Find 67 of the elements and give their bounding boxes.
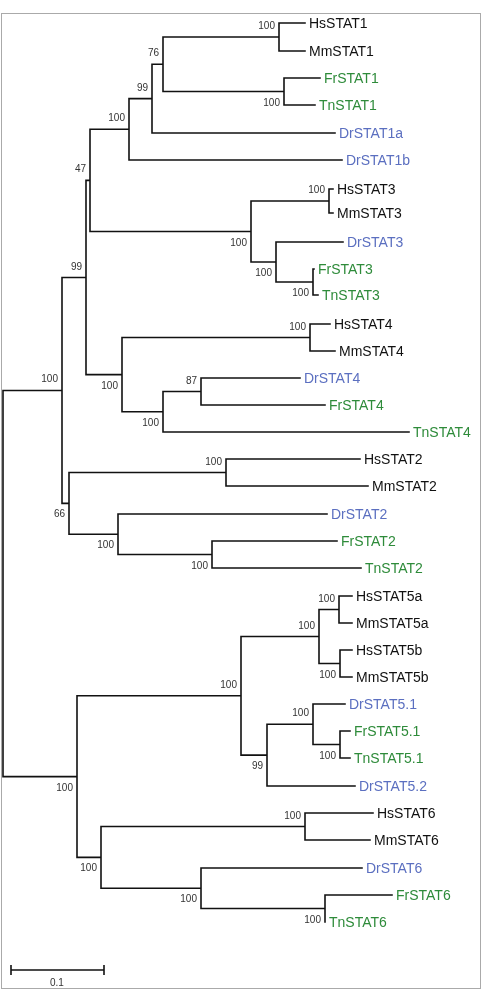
bootstrap-value: 100: [205, 455, 222, 468]
bootstrap-value: 99: [70, 260, 82, 273]
taxon-label: MmSTAT5a: [356, 615, 429, 631]
taxon-label: HsSTAT3: [337, 181, 396, 197]
taxon-label: HsSTAT5b: [356, 642, 423, 658]
bootstrap-value: 66: [53, 508, 65, 521]
taxon-label: MmSTAT4: [339, 343, 404, 359]
taxon-label: HsSTAT2: [364, 451, 423, 467]
taxon-label: HsSTAT1: [309, 15, 368, 31]
taxon-label: HsSTAT6: [377, 805, 436, 821]
bootstrap-value: 100: [101, 379, 118, 392]
bootstrap-value: 47: [74, 163, 86, 176]
taxon-label: DrSTAT2: [331, 506, 388, 522]
taxon-label: TnSTAT4: [413, 424, 471, 440]
taxon-label: DrSTAT3: [347, 234, 404, 250]
taxon-label: DrSTAT6: [366, 860, 423, 876]
bootstrap-value: 100: [180, 893, 197, 906]
taxon-label: DrSTAT1a: [339, 125, 404, 141]
bootstrap-value: 100: [308, 184, 325, 196]
bootstrap-value: 100: [292, 707, 309, 720]
taxon-label: HsSTAT5a: [356, 588, 423, 604]
bootstrap-value: 100: [142, 416, 159, 429]
taxon-label: TnSTAT1: [319, 97, 377, 113]
taxon-label: MmSTAT2: [372, 478, 437, 494]
bootstrap-value: 100: [319, 749, 336, 762]
taxon-label: MmSTAT1: [309, 43, 374, 59]
taxon-label: TnSTAT5.1: [354, 750, 424, 766]
bootstrap-value: 100: [108, 112, 125, 125]
bootstrap-value: 100: [304, 913, 321, 926]
bootstrap-value: 100: [255, 267, 272, 279]
bootstrap-value: 99: [136, 81, 148, 94]
taxon-label: FrSTAT2: [341, 533, 396, 549]
bootstrap-value: 100: [298, 619, 315, 632]
scale-label: 0.1: [50, 977, 64, 989]
taxon-label: DrSTAT1b: [346, 152, 411, 168]
taxon-label: FrSTAT5.1: [354, 723, 421, 739]
bootstrap-value: 100: [230, 236, 247, 249]
taxon-label: TnSTAT3: [322, 287, 380, 303]
taxon-label: MmSTAT3: [337, 205, 402, 221]
taxon-label: TnSTAT2: [365, 560, 423, 576]
bootstrap-value: 100: [292, 287, 309, 299]
bootstrap-value: 76: [147, 47, 159, 60]
taxon-label: FrSTAT1: [324, 70, 379, 86]
taxon-label: HsSTAT4: [334, 316, 393, 332]
taxon-label: FrSTAT6: [396, 887, 451, 903]
taxon-label: TnSTAT6: [329, 914, 387, 930]
taxon-label: MmSTAT5b: [356, 669, 429, 685]
taxon-label: DrSTAT5.2: [359, 778, 427, 794]
bootstrap-value: 87: [185, 374, 197, 387]
bootstrap-value: 100: [319, 668, 336, 681]
bootstrap-value: 100: [56, 781, 73, 794]
taxon-label: FrSTAT4: [329, 397, 384, 413]
bootstrap-value: 100: [289, 320, 306, 333]
bootstrap-value: 100: [284, 809, 301, 822]
bootstrap-value: 100: [263, 96, 280, 109]
bootstrap-value: 100: [191, 559, 208, 572]
bootstrap-value: 100: [220, 678, 237, 691]
taxon-label: DrSTAT4: [304, 370, 361, 386]
bootstrap-value: 100: [258, 20, 275, 32]
bootstrap-value: 100: [318, 592, 335, 605]
bootstrap-value: 99: [251, 760, 263, 773]
bootstrap-value: 100: [97, 539, 114, 552]
taxon-label: DrSTAT5.1: [349, 696, 417, 712]
bootstrap-value: 100: [80, 862, 97, 875]
taxon-label: FrSTAT3: [318, 261, 373, 277]
bootstrap-value: 100: [41, 373, 58, 386]
taxon-label: MmSTAT6: [374, 832, 439, 848]
